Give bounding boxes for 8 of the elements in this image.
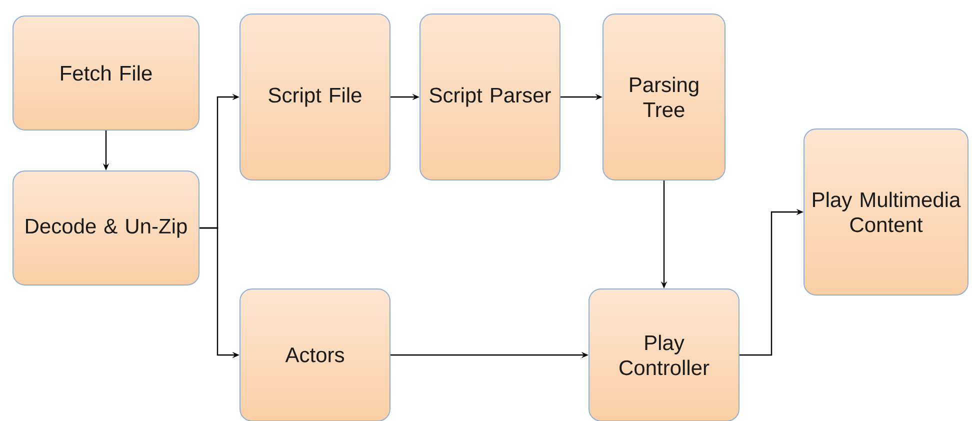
process-box: Script File [240,14,390,180]
process-box: Fetch File [12,16,200,130]
process-box: Decode & Un-Zip [12,170,200,286]
process-box: Play Controller [588,288,740,421]
process-box: Play Multimedia Content [804,128,968,296]
process-box: Parsing Tree [602,14,726,180]
process-box: Script Parser [420,14,560,180]
process-box: Actors [240,288,390,421]
